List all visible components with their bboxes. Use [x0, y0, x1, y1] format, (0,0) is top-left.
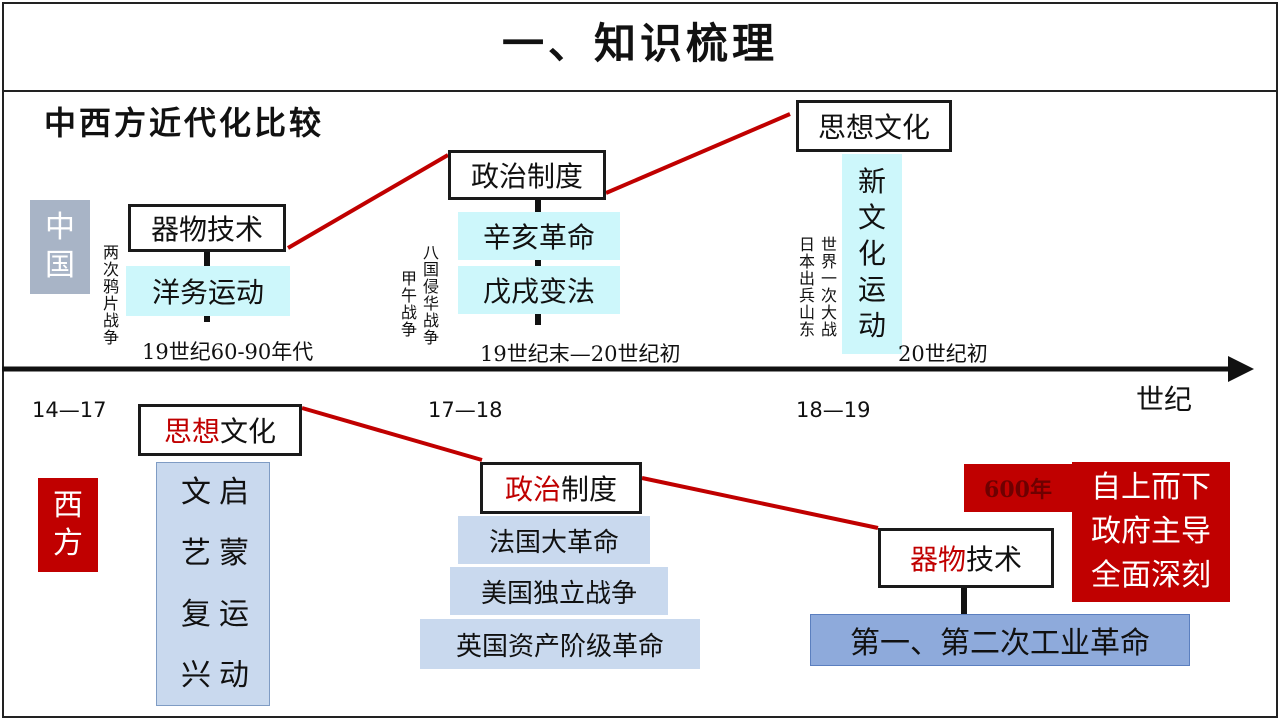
- west-stage2-event-3: 英国资产阶级革命: [420, 619, 700, 669]
- west-feature-3: 全面深刻: [1091, 558, 1211, 593]
- china-stage1-header: 器物技术: [128, 204, 286, 252]
- west-stage2-event-1: 法国大革命: [458, 516, 650, 564]
- china-stage2-header: 政治制度: [448, 150, 606, 200]
- west-stage2-header-highlight: 政治: [504, 473, 561, 506]
- west-stage3-event: 第一、第二次工业革命: [810, 614, 1190, 666]
- west-stage3-header-highlight: 器物: [909, 543, 966, 576]
- china-stage3-period: 20世纪初: [898, 342, 988, 366]
- west-stage3-header: 器物技术: [878, 528, 1054, 588]
- timeline-arrow-icon: [1228, 356, 1254, 382]
- china-label: 中国: [30, 200, 90, 294]
- china-connector-1: [286, 153, 450, 250]
- china-stage2-trigger-a: 八国侵华战争: [420, 244, 439, 346]
- west-stage1-event-right: 文艺复兴: [181, 475, 211, 693]
- china-stage2-period: 19世纪末—20世纪初: [480, 342, 681, 366]
- china-stage1-event: 洋务运动: [126, 266, 290, 316]
- west-feature-1: 自上而下: [1091, 470, 1211, 505]
- west-features-box: 自上而下 政府主导 全面深刻: [1072, 462, 1230, 602]
- china-stage2-event-2: 戊戌变法: [458, 266, 620, 314]
- west-label: 西方: [38, 478, 98, 572]
- west-stage1-header: 思想文化: [138, 404, 302, 456]
- century-label-1: 14—17: [32, 398, 107, 422]
- page-title: 一、知识梳理: [501, 19, 778, 68]
- west-stage1-events: [156, 462, 270, 706]
- china-stage2-event-1: 辛亥革命: [458, 212, 620, 260]
- span-duration-badge: 600年: [964, 464, 1072, 512]
- china-stage3-header: 思想文化: [796, 100, 952, 152]
- west-stage1-header-highlight: 思想: [163, 415, 220, 448]
- diagram-subtitle: 中西方近代化比较: [44, 104, 325, 142]
- west-connector-2: [641, 476, 879, 530]
- west-stage2-header-rest: 制度: [561, 473, 618, 506]
- west-stage1-header-rest: 文化: [220, 415, 277, 448]
- west-stage3-header-rest: 技术: [966, 543, 1023, 576]
- china-stage1-trigger: 两次鸦片战争: [100, 244, 119, 346]
- axis-label: 世纪: [1136, 383, 1193, 416]
- title-divider: [2, 90, 1278, 92]
- china-stage3-trigger-a: 世界一次大战: [818, 236, 837, 338]
- china-stage1-period: 19世纪60-90年代: [142, 340, 314, 364]
- china-stage3-event: 新文化运动: [842, 154, 902, 354]
- west-stage2-event-2: 美国独立战争: [450, 567, 668, 615]
- century-label-2: 17—18: [428, 398, 503, 422]
- west-stage2-header: 政治制度: [480, 462, 642, 514]
- century-label-3: 18—19: [796, 398, 871, 422]
- west-stage1-event-left: 启蒙运动: [219, 475, 249, 693]
- west-connector-1: [301, 406, 483, 462]
- china-stage3-trigger-b: 日本出兵山东: [796, 236, 815, 338]
- china-stage2-trigger-b: 甲午战争: [398, 270, 417, 338]
- china-connector-2: [605, 112, 791, 195]
- west-feature-2: 政府主导: [1091, 514, 1211, 549]
